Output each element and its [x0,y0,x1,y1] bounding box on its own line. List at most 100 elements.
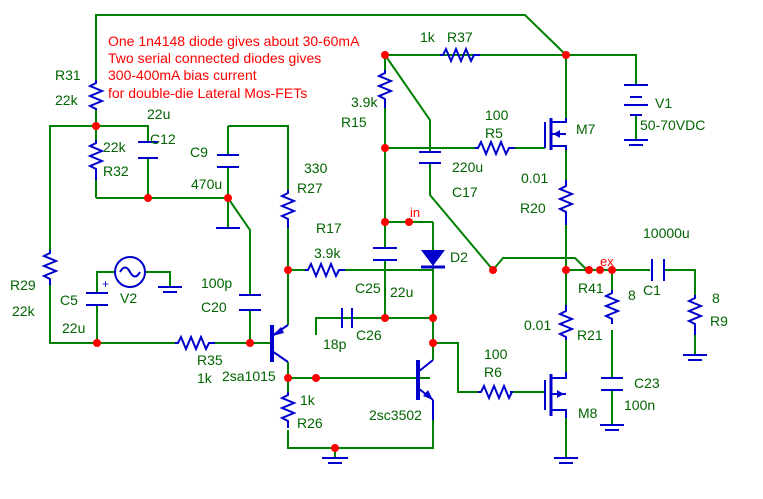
q2-npn-transistor-symbol [416,359,434,401]
c23-capacitor-symbol [601,377,623,391]
r31-value: 22k [55,92,79,108]
ground-m8-icon [554,457,578,464]
c5-capacitor-symbol [86,292,108,306]
r21-ref: R21 [577,327,603,343]
r32-value: 22k [103,139,127,155]
r31-resistor-symbol [87,80,105,110]
d2-ref: D2 [450,249,468,265]
r9-ref: R9 [710,313,728,329]
c9-capacitor-symbol [217,154,239,168]
note-line-3: 300-400mA bias current [108,67,257,83]
r6-value: 100 [484,346,508,362]
r9-value: 8 [712,290,720,306]
r29-value: 22k [12,303,36,319]
c9-value: 470u [191,176,222,192]
c5-ref: C5 [60,292,78,308]
c12-capacitor-symbol [138,141,158,159]
components: + [41,46,707,464]
ground-load-icon [683,354,707,361]
m7-ref: M7 [576,121,596,137]
r20-value: 0.01 [521,170,548,186]
ground-v2-icon [158,286,182,293]
r41-value: 8 [628,287,636,303]
r15-value: 3.9k [351,94,378,110]
r15-resistor-symbol [376,70,394,108]
v2-signal-source-symbol: + [102,256,146,291]
r35-resistor-symbol [175,334,215,352]
r5-value: 100 [485,107,509,123]
r35-value: 1k [197,370,213,386]
ground-c23-icon [600,424,624,431]
m8-mosfet-symbol [544,372,567,418]
c25-value: 22u [390,284,413,300]
r26-resistor-symbol [279,392,297,428]
q2-ref: 2sc3502 [369,407,422,423]
c1-capacitor-symbol [651,259,665,281]
net-label-in: in [410,205,420,220]
c1-value: 10000u [643,225,690,241]
r29-resistor-symbol [41,250,59,285]
r27-value: 330 [304,160,328,176]
r21-resistor-symbol [557,305,575,340]
r5-resistor-symbol [475,139,515,157]
note-line-2: Two serial connected diodes gives [108,50,321,66]
d2-diode-symbol [421,250,445,269]
c1-ref: C1 [643,282,661,298]
ground-v1-icon [624,139,648,146]
wires [49,14,696,458]
c26-ref: C26 [356,327,382,343]
c20-capacitor-symbol [239,294,261,311]
r6-resistor-symbol [478,383,514,401]
r41-resistor-symbol [603,290,621,324]
r26-ref: R26 [297,415,323,431]
note-line-4: for double-die Lateral Mos-FETs [108,85,307,101]
q1-pnp-transistor-symbol [270,324,289,363]
v1-value: 50-70VDC [640,117,705,133]
r17-resistor-symbol [305,261,345,279]
c17-capacitor-symbol [419,151,441,164]
r37-resistor-symbol [440,46,480,64]
r5-ref: R5 [485,125,503,141]
r31-ref: R31 [55,67,81,83]
r41-ref: R41 [578,280,604,296]
c9-ref: C9 [190,144,208,160]
r32-ref: R32 [103,163,129,179]
c26-capacitor-symbol [316,308,353,328]
c12-value: 22u [147,106,170,122]
component-labels: R31 22k 22k R32 22u C12 R29 22k C5 22u V… [10,29,728,431]
r37-value: 1k [420,29,436,45]
c20-value: 100p [201,275,232,291]
r9-resistor-symbol [686,295,704,335]
v1-ref: V1 [655,95,672,111]
r17-ref: R17 [316,220,342,236]
r15-ref: R15 [341,114,367,130]
c5-value: 22u [62,320,85,336]
r20-resistor-symbol [557,180,575,225]
c26-value: 18p [323,336,347,352]
r26-value: 1k [300,392,316,408]
c12-ref: C12 [150,131,176,147]
m8-ref: M8 [578,405,598,421]
q1-ref: 2sa1015 [222,368,276,384]
c17-value: 220u [452,159,483,175]
design-note: One 1n4148 diode gives about 30-60mA Two… [108,33,360,101]
c17-ref: C17 [452,184,478,200]
r27-resistor-symbol [279,190,297,228]
c23-value: 100n [624,397,655,413]
r21-value: 0.01 [524,317,551,333]
r6-ref: R6 [484,364,502,380]
c20-ref: C20 [201,299,227,315]
r29-ref: R29 [10,277,36,293]
v2-ref: V2 [120,290,137,306]
c23-ref: C23 [634,375,660,391]
r35-ref: R35 [197,352,223,368]
c25-ref: C25 [355,280,381,296]
note-line-1: One 1n4148 diode gives about 30-60mA [108,33,360,49]
ground-main-icon [322,457,348,464]
net-label-ex: ex [600,254,614,269]
r32-resistor-symbol [87,140,105,180]
c25-capacitor-symbol [373,247,397,261]
junction-nodes [92,51,616,452]
m7-mosfet-symbol [544,118,567,150]
